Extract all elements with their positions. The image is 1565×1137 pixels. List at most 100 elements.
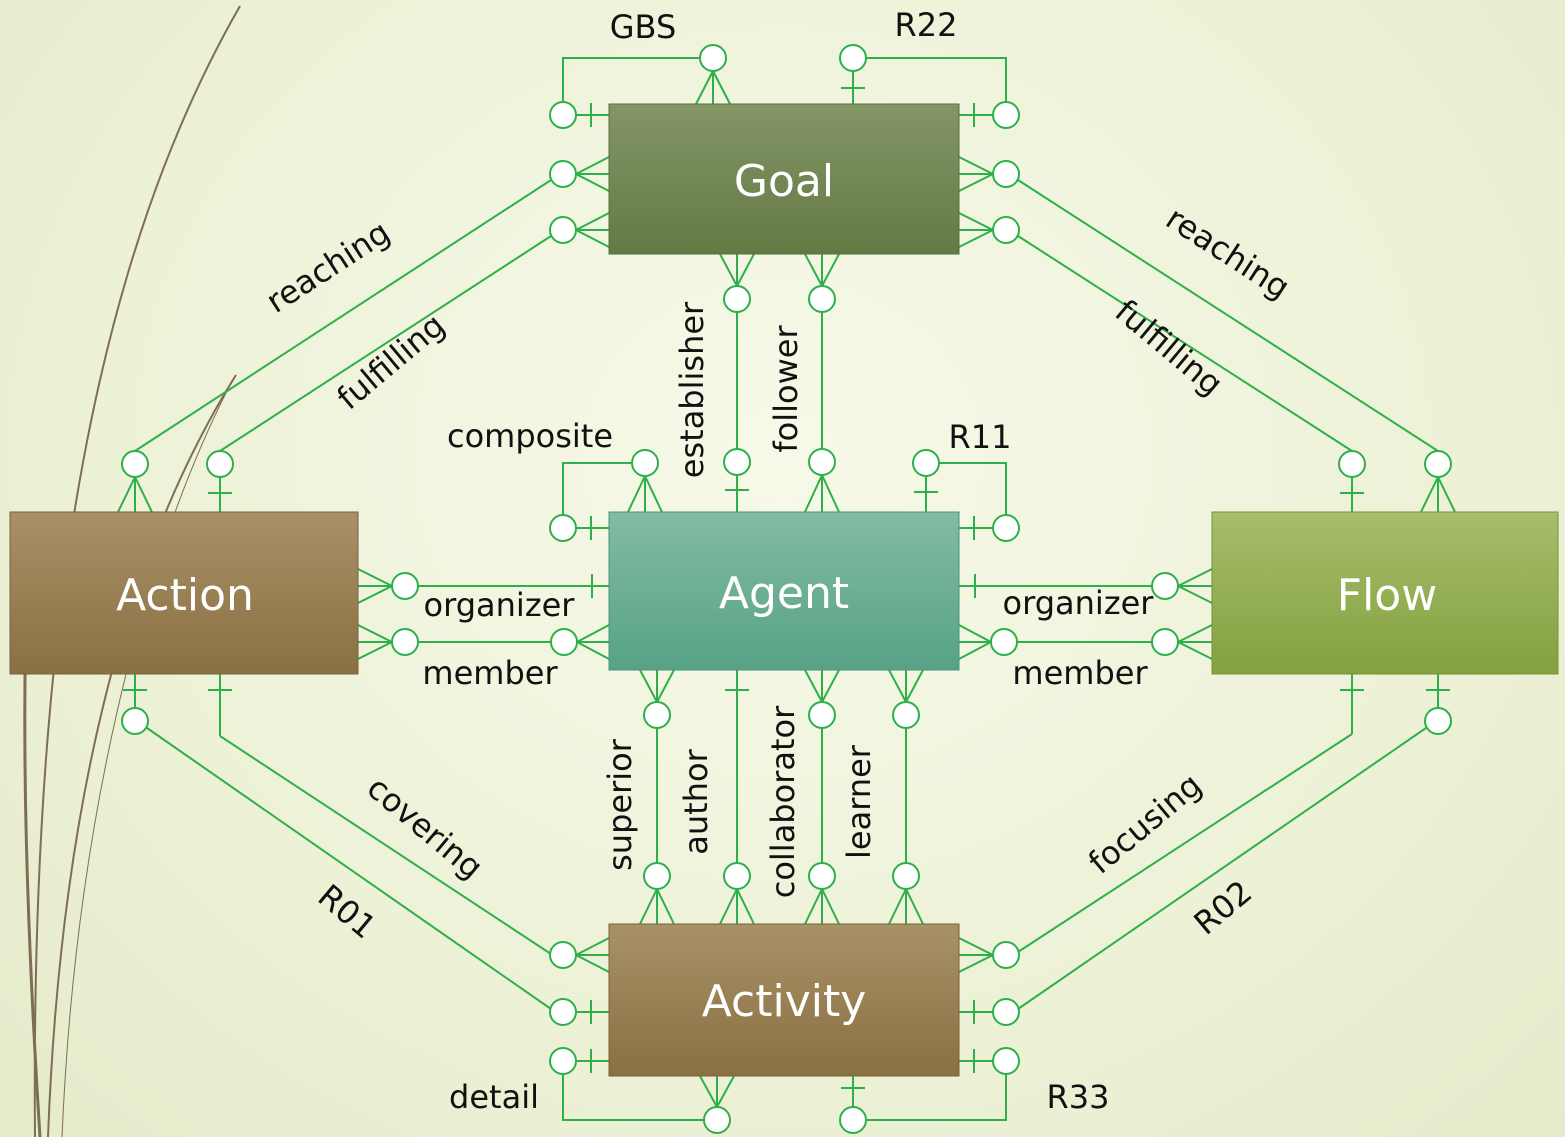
optional-marker [1151,572,1179,600]
optional-marker [549,514,577,542]
label-follower: follower [767,325,805,453]
label-learner: learner [840,744,878,859]
connector-line [562,1074,704,1121]
entity-flow-label: Flow [1337,570,1437,621]
connector-line [219,735,552,955]
optional-marker [1151,628,1179,656]
entity-agent[interactable]: Agent [608,511,960,671]
label-r11: R11 [949,418,1012,456]
connector-line [736,888,755,925]
connector-line [576,641,610,660]
connector-line [575,229,610,248]
connector-line [1177,624,1213,643]
optional-marker [703,1106,731,1134]
connector-line [357,624,393,643]
connector-line [1017,235,1353,452]
label-organizer-right: organizer [1003,584,1155,622]
optional-marker [643,862,671,890]
connector-line [804,253,823,287]
connector-line [958,173,994,192]
connector-line [958,624,992,643]
optional-marker [808,701,836,729]
entity-goal[interactable]: Goal [608,103,960,255]
connector-line [575,937,610,956]
connector-line [656,888,675,925]
optional-marker [549,101,577,129]
label-collaborator: collaborator [764,705,802,898]
label-r22: R22 [895,6,958,44]
label-reaching-left: reaching [259,213,396,321]
label-member-left: member [422,654,558,692]
label-composite: composite [447,417,613,455]
connector-line [821,669,840,703]
connector-line [1420,476,1439,513]
connector-line [627,475,646,513]
connector-line [644,475,663,513]
optional-marker [808,285,836,313]
label-r02: R02 [1187,873,1260,943]
optional-marker [723,448,751,476]
connector-line [719,253,738,287]
connector-line [146,727,552,1010]
optional-marker [549,941,577,969]
label-gbs: GBS [610,8,677,46]
connector-line [716,1075,735,1108]
optional-marker [992,216,1020,244]
optional-marker [892,701,920,729]
optional-marker [121,707,149,735]
connector-line [804,474,823,513]
entity-action[interactable]: Action [9,511,359,675]
optional-marker [992,998,1020,1026]
optional-marker [992,160,1020,188]
connector-line [804,888,823,925]
label-r33: R33 [1047,1078,1110,1116]
optional-marker [808,448,836,476]
entity-activity-label: Activity [702,976,867,1027]
connector-line [576,624,610,643]
optional-marker [723,285,751,313]
connector-line [905,888,924,925]
connector-line [905,669,924,703]
connector-line [1177,568,1213,587]
connector-line [575,212,610,231]
connector-line [639,888,658,925]
label-covering: covering [360,769,490,887]
connector-line [639,669,658,703]
connector-line [1017,727,1427,1010]
optional-marker [391,628,419,656]
connector-line [357,641,393,660]
label-focusing: focusing [1081,766,1209,882]
optional-marker [992,1047,1020,1075]
connector-line [695,70,714,105]
connector-line [575,954,610,973]
connector-line [719,888,738,925]
entity-flow[interactable]: Flow [1211,511,1559,675]
connector-line [712,70,731,105]
optional-marker [391,572,419,600]
label-organizer-left: organizer [424,586,576,624]
optional-marker [892,862,920,890]
connector-line [888,888,907,925]
entity-agent-label: Agent [719,568,849,619]
connector-line [562,57,700,102]
optional-marker [992,101,1020,129]
connector-line [357,585,393,604]
optional-marker [1338,450,1366,478]
label-establisher: establisher [673,301,711,478]
connector-line [866,1074,1007,1121]
optional-marker [121,450,149,478]
connector-line [1437,476,1456,513]
connector-line [134,179,552,452]
connector-line [219,235,552,452]
connector-line [821,888,840,925]
optional-marker [839,1106,867,1134]
entity-activity[interactable]: Activity [608,923,960,1077]
connector-line [866,57,1007,102]
connector-line [656,669,675,703]
connector-line [117,476,136,513]
connector-line [958,937,994,956]
label-fulfilling-left: fulfilling [330,306,452,417]
connector-line [1017,733,1353,953]
connector-line [958,156,994,175]
label-detail: detail [449,1078,539,1116]
